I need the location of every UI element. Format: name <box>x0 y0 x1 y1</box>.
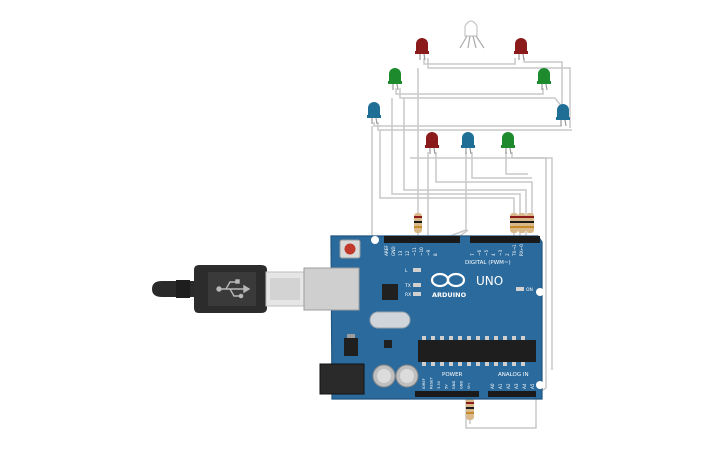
led-red-3[interactable] <box>425 132 439 155</box>
mounting-hole <box>536 381 544 389</box>
wire[interactable] <box>384 229 469 237</box>
wire[interactable] <box>377 122 572 131</box>
logo-text: ARDUINO <box>432 291 467 299</box>
led-blue-1[interactable] <box>367 102 381 125</box>
wire[interactable] <box>471 152 532 179</box>
indicator-led <box>413 283 421 287</box>
usb-symbol-icon <box>216 279 251 299</box>
resistor[interactable] <box>466 398 474 420</box>
led-green-2[interactable] <box>537 68 551 91</box>
reset-button[interactable] <box>339 239 361 259</box>
small-chip <box>382 284 398 300</box>
usb-cable[interactable] <box>152 265 305 313</box>
led-green-1[interactable] <box>388 68 402 91</box>
voltage-regulator <box>344 338 358 356</box>
crystal-oscillator <box>369 311 411 329</box>
indicator-led <box>413 292 421 296</box>
pin-label: ~6 <box>477 249 482 256</box>
usb-port[interactable] <box>303 267 360 311</box>
pin-label: IOREF <box>422 378 426 389</box>
pin-label: 3.3V <box>437 380 441 389</box>
pin-label: A5 <box>530 383 535 389</box>
analog-header[interactable] <box>488 391 536 397</box>
pin-label: A1 <box>498 383 503 389</box>
wire[interactable] <box>427 58 571 128</box>
indicator-label: TX <box>404 283 411 289</box>
on-label: ON <box>526 287 533 293</box>
wire[interactable] <box>523 58 563 112</box>
pin-label: ~9 <box>426 249 431 256</box>
pin-label: AREF <box>384 245 389 256</box>
wire[interactable] <box>395 88 544 95</box>
pin-label: TX→1 <box>512 244 517 257</box>
led-green-3[interactable] <box>501 132 515 155</box>
resistor[interactable] <box>518 213 526 233</box>
indicator-leds: L TX RX <box>404 268 421 298</box>
led-blue-3[interactable] <box>461 132 475 155</box>
arduino-logo-icon <box>430 272 466 288</box>
pin-label: 7 <box>470 253 475 256</box>
wire[interactable] <box>410 157 553 370</box>
wire[interactable] <box>435 152 533 214</box>
pin-label: 2 <box>505 253 510 256</box>
pin-label: RESET <box>430 377 434 389</box>
pin-label: ~3 <box>498 249 503 256</box>
resistor[interactable] <box>414 213 422 233</box>
indicator-label: RX <box>405 292 411 298</box>
analog-label: ANALOG IN <box>498 372 529 378</box>
power-header[interactable] <box>415 391 479 397</box>
led-layer <box>367 38 570 155</box>
wire[interactable] <box>465 395 537 429</box>
mounting-hole <box>371 236 379 244</box>
rgb-led[interactable] <box>459 20 485 49</box>
board-brand: UNO <box>476 274 503 288</box>
pin-label: A3 <box>514 383 519 389</box>
indicator-label: L <box>405 268 408 274</box>
led-red-2[interactable] <box>514 38 528 61</box>
digital-header[interactable] <box>384 236 540 243</box>
pin-label: GND <box>452 381 456 389</box>
resistor[interactable] <box>526 213 534 233</box>
pin-label: 13 <box>398 250 403 256</box>
wire[interactable] <box>379 130 515 214</box>
pin-label: RX←0 <box>519 244 524 256</box>
pin-label: 12 <box>405 250 410 256</box>
pin-label: GND <box>460 381 464 389</box>
pin-label: A4 <box>522 383 527 389</box>
pin-label: 5V <box>445 384 449 389</box>
pin-label: A2 <box>506 383 511 389</box>
pin-label: ~5 <box>484 249 489 256</box>
pin-label: 4 <box>491 253 496 256</box>
power-jack[interactable] <box>319 363 365 395</box>
resistor[interactable] <box>510 213 518 233</box>
on-indicator-led <box>516 287 524 291</box>
led-blue-2[interactable] <box>556 104 570 127</box>
pin-label: ~10 <box>419 247 424 256</box>
wire[interactable] <box>505 152 528 175</box>
mounting-hole <box>536 288 544 296</box>
pin-label: Vin <box>467 383 471 389</box>
digital-header-label: DIGITAL (PWM~) <box>465 260 511 266</box>
wire[interactable] <box>439 152 467 241</box>
led-red-1[interactable] <box>415 38 429 61</box>
wire[interactable] <box>399 88 567 113</box>
wire[interactable] <box>373 122 562 127</box>
small-chip <box>384 340 392 348</box>
pin-label: GND <box>391 246 396 256</box>
pin-label: 8 <box>433 253 438 256</box>
atmega-chip <box>418 340 536 362</box>
resistors <box>414 213 534 420</box>
pin-label: ~11 <box>412 247 417 256</box>
indicator-led <box>413 268 421 272</box>
wire[interactable] <box>423 58 516 65</box>
wire[interactable] <box>391 98 521 214</box>
wire[interactable] <box>403 98 527 214</box>
pin-label: A0 <box>490 383 495 389</box>
power-label: POWER <box>442 372 463 378</box>
